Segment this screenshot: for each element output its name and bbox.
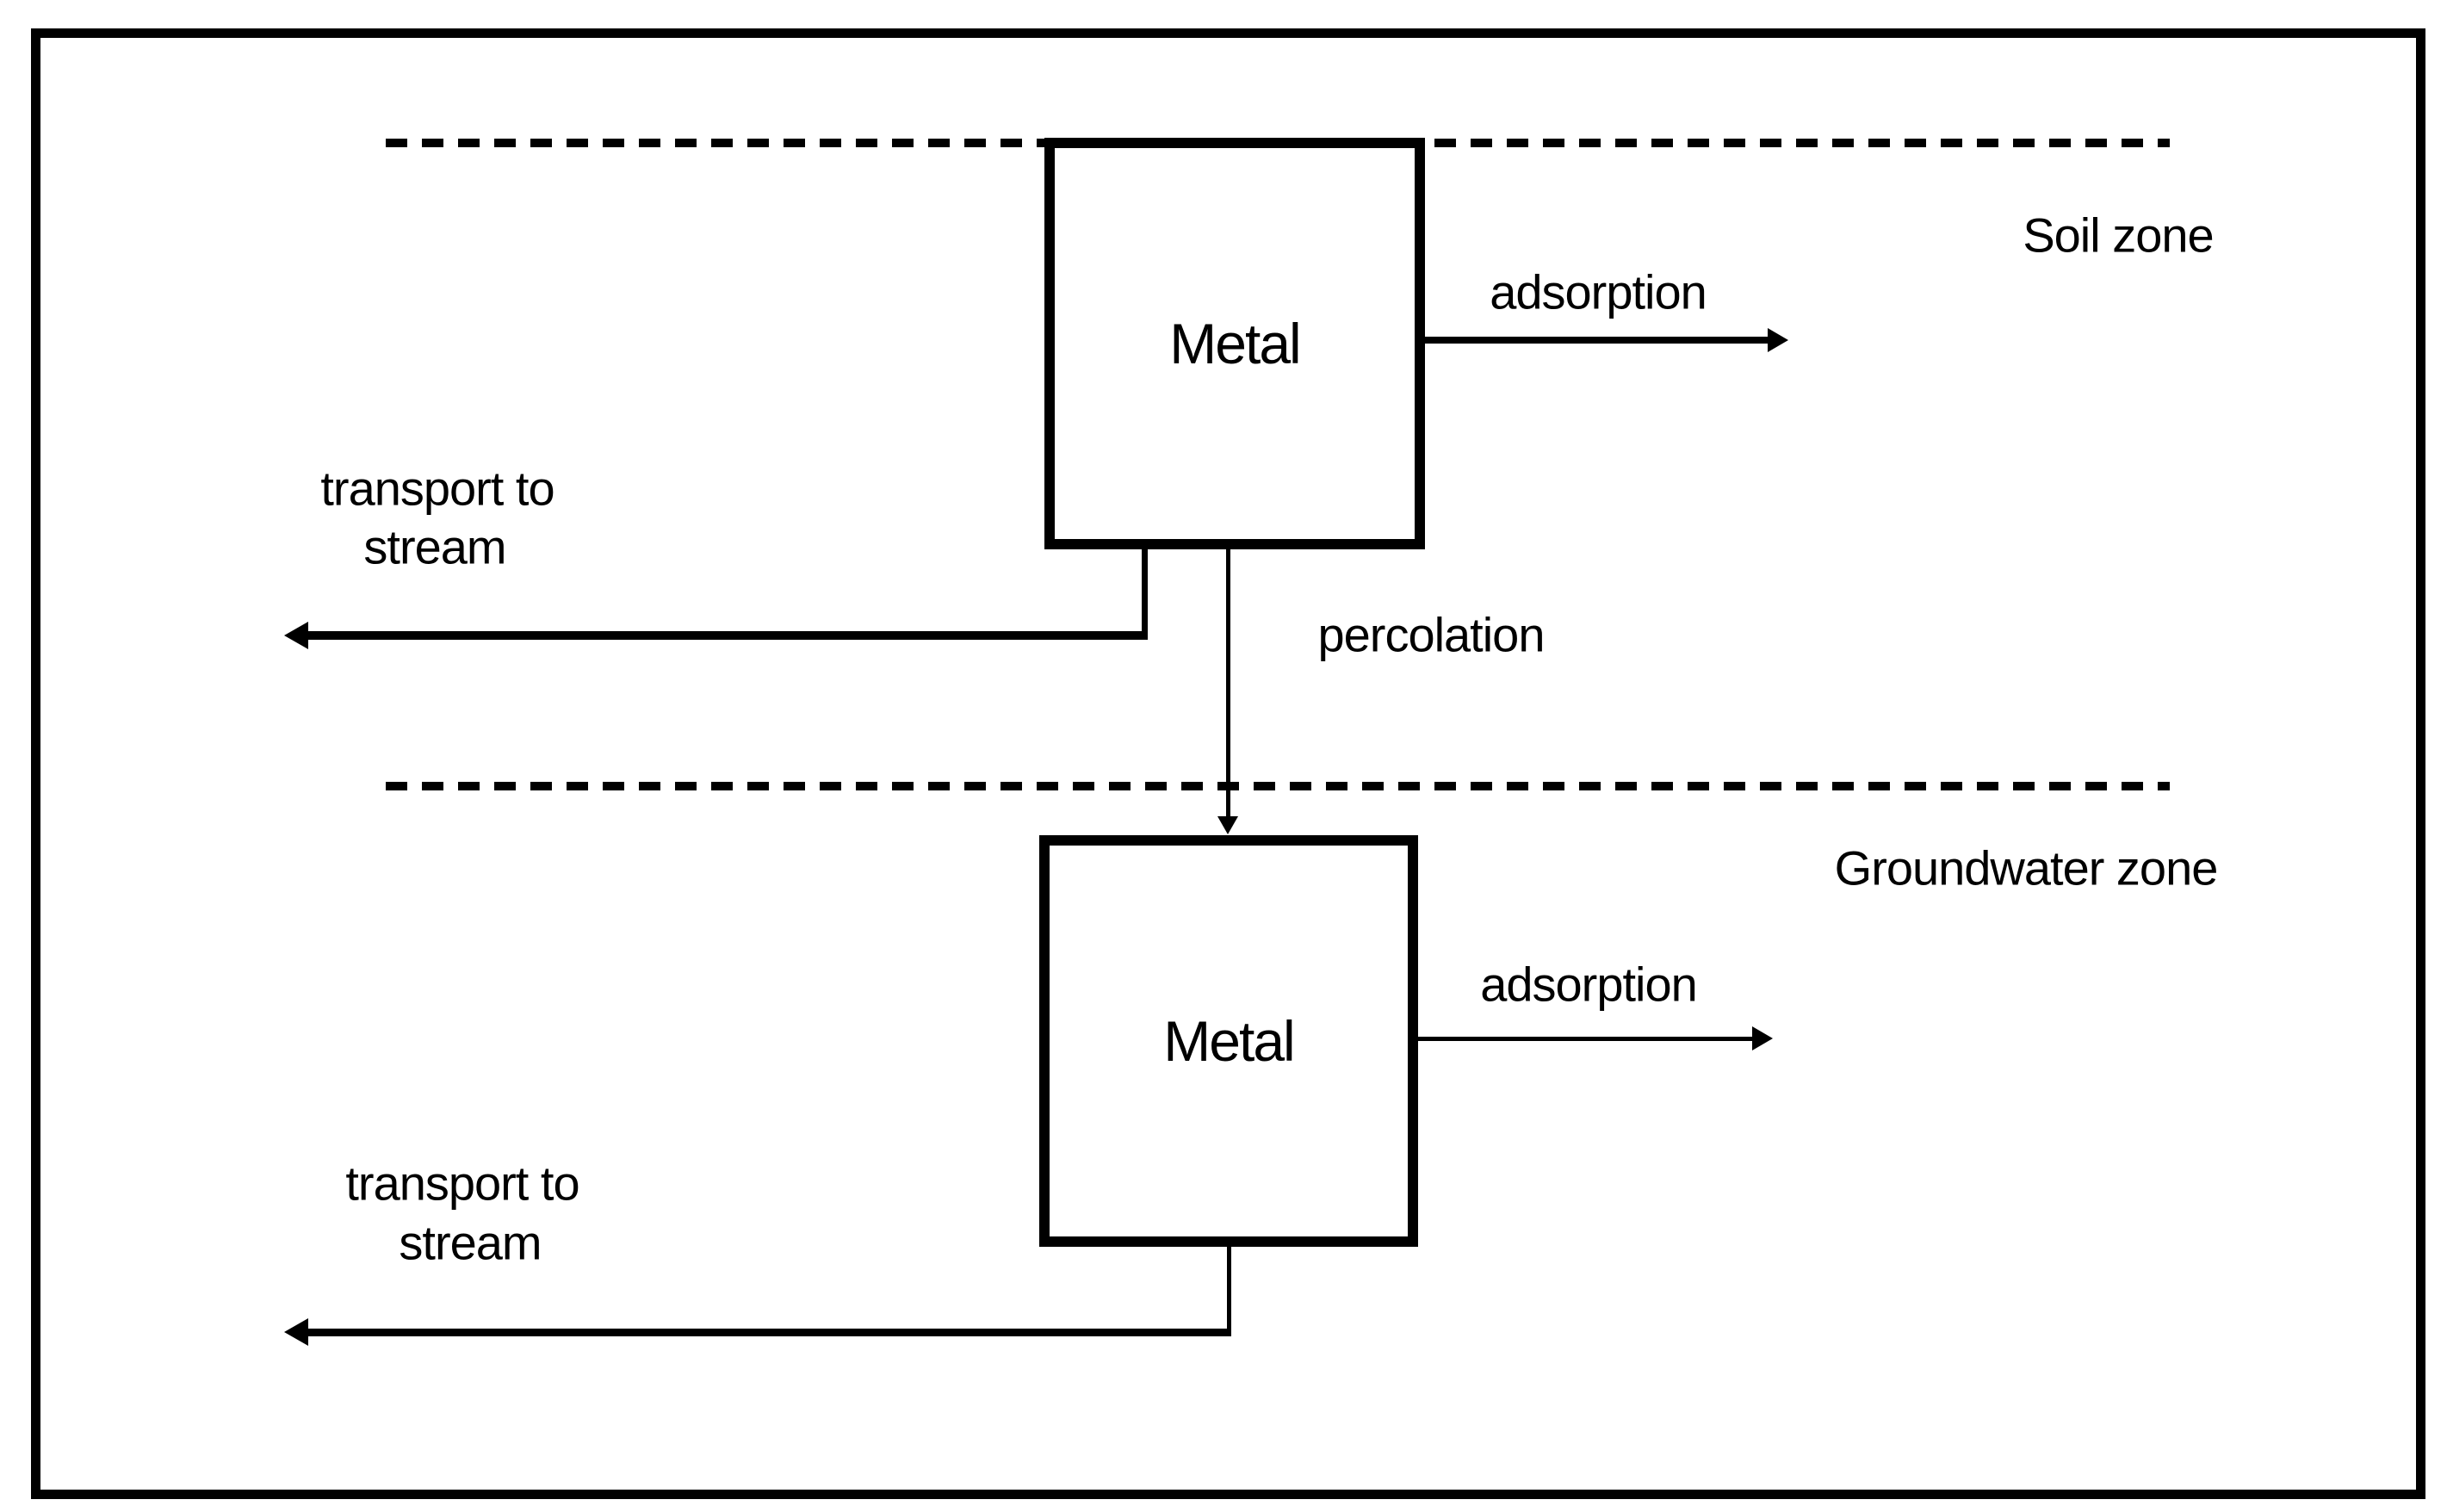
groundwater-adsorption-arrow-line (1418, 1037, 1754, 1041)
soil-zone-label: Soil zone (2023, 208, 2214, 263)
groundwater-transport-label-line2: stream (399, 1215, 542, 1270)
groundwater-transport-label-line1: transport to (345, 1156, 579, 1211)
soil-adsorption-arrowhead-right-icon (1768, 328, 1788, 352)
groundwater-metal-box: Metal (1039, 835, 1418, 1247)
percolation-label: percolation (1317, 607, 1546, 662)
groundwater-metal-box-label: Metal (1163, 1009, 1295, 1073)
soil-metal-box: Metal (1044, 138, 1425, 549)
soil-metal-box-label: Metal (1169, 312, 1301, 375)
diagram-border (31, 28, 2425, 1499)
groundwater-transport-arrowhead-left-icon (284, 1318, 308, 1346)
groundwater-adsorption-arrowhead-right-icon (1752, 1026, 1773, 1050)
soil-transport-arrow-line (303, 631, 1148, 640)
soil-transport-label-line1: transport to (320, 461, 554, 516)
soil-adsorption-arrow-line (1425, 337, 1771, 344)
groundwater-transport-drop-line (1227, 1247, 1231, 1336)
soil-transport-drop-line (1142, 549, 1148, 640)
groundwater-adsorption-label: adsorption (1480, 957, 1698, 1012)
percolation-arrow-line (1226, 549, 1230, 818)
soil-transport-arrowhead-left-icon (284, 622, 308, 649)
percolation-arrowhead-down-icon (1217, 816, 1238, 834)
soil-adsorption-label: adsorption (1490, 264, 1707, 319)
groundwater-zone-label: Groundwater zone (1834, 840, 2219, 895)
water-table-dashed-line (386, 782, 2170, 790)
groundwater-transport-arrow-line (303, 1329, 1231, 1336)
soil-transport-label-line2: stream (363, 519, 506, 574)
